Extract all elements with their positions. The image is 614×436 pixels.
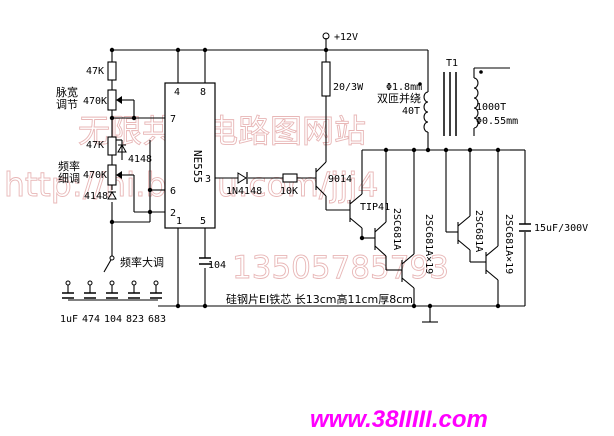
pin-5: 5: [200, 216, 206, 227]
filter-cap-label: 15uF/300V: [534, 223, 588, 234]
primary-winding-label: 双匝并绕: [377, 91, 421, 105]
power-transistor-label-4: 2SC681A×19: [503, 214, 514, 274]
footer-site-link[interactable]: www.38IIIII.com: [310, 406, 488, 433]
pot-wiper-arrow-icon-2: [116, 171, 122, 179]
power-transistor-label-3: 2SC681A: [473, 210, 484, 252]
pulse-width-label-2: 调节: [56, 98, 78, 111]
wires: [67, 38, 526, 323]
pot-470k-pulse: [107, 89, 117, 111]
resistor-47k-mid-label: 47K: [86, 140, 104, 151]
pin-6: 6: [170, 186, 176, 197]
cap-1uf-label: 1uF: [60, 314, 78, 325]
resistor-20-3w-label: 20/3W: [333, 82, 364, 93]
freq-coarse-label: 频率大调: [120, 255, 164, 269]
transformer-name: T1: [446, 58, 458, 69]
diode-4148-a: [117, 143, 127, 153]
pot-wiper-arrow-icon: [116, 96, 122, 104]
secondary-turns-label: 1000T: [476, 102, 506, 113]
pin5-cap-label: 104: [208, 260, 226, 271]
pin-2: 2: [170, 208, 176, 219]
resistor-10k-label: 10K: [280, 186, 298, 197]
pin-8: 8: [200, 87, 206, 98]
power-transistor-label-2: 2SC681A×19: [423, 214, 434, 274]
junction-dots: [109, 47, 501, 309]
supply-terminal: [322, 32, 330, 40]
diode-1n4148-label: 1N4148: [226, 186, 262, 197]
power-transistor-label-1: 2SC681A: [391, 208, 402, 250]
freq-fine-label-2: 细调: [58, 172, 80, 185]
pot-470k-freq-label: 470K: [83, 170, 107, 181]
pin5-capacitor: [199, 257, 211, 265]
transistor-tip41-label: TIP41: [360, 202, 390, 213]
primary-turns-label: 40T: [402, 106, 420, 117]
pin-7: 7: [170, 114, 176, 125]
ic-name: NE555: [191, 150, 204, 183]
diode-4148-b-label: 4148: [84, 191, 108, 202]
resistor-47k-top-label: 47K: [86, 66, 104, 77]
pin-1: 1: [176, 216, 182, 227]
pin-4: 4: [174, 87, 180, 98]
secondary-wire-label: Φ0.55mm: [476, 116, 518, 127]
pot-470k-pulse-label: 470K: [83, 96, 107, 107]
diode-4148-a-label: 4148: [128, 154, 152, 165]
resistor-47k-mid: [107, 136, 117, 156]
core-spec-label: 硅钢片EI铁芯 长13cm高11cm厚8cm: [226, 292, 413, 306]
capacitor-bank: 1uF 474 104 823 683: [60, 280, 166, 325]
transistor-9014-label: 9014: [328, 174, 352, 185]
diode-1n4148: [237, 172, 247, 184]
resistor-10k: [282, 173, 298, 183]
resistor-47k-top: [107, 61, 117, 81]
cap-104-label: 104: [104, 314, 122, 325]
cap-823-label: 823: [126, 314, 144, 325]
cap-474-label: 474: [82, 314, 100, 325]
watermark-phone: 13505785793: [232, 250, 449, 286]
pot-470k-freq: [107, 164, 117, 186]
freq-fine-label: 频率: [58, 159, 80, 173]
transformer-t1: [418, 70, 483, 136]
pin-3: 3: [205, 174, 211, 185]
watermark: 无限共享电路图网站 http://hi.baidu.com/jjj4 13505…: [4, 112, 450, 287]
resistor-20-3w: [321, 61, 331, 97]
filter-capacitor: [519, 223, 531, 232]
supply-label: +12V: [334, 32, 358, 43]
pulse-width-label: 脉宽: [56, 85, 78, 99]
primary-wire-label: Φ1.8mm: [386, 82, 422, 93]
ne555-chip: NE555 4 8 7 6 2 3 1 5: [164, 82, 216, 229]
cap-683-label: 683: [148, 314, 166, 325]
diode-4148-b: [107, 190, 117, 200]
